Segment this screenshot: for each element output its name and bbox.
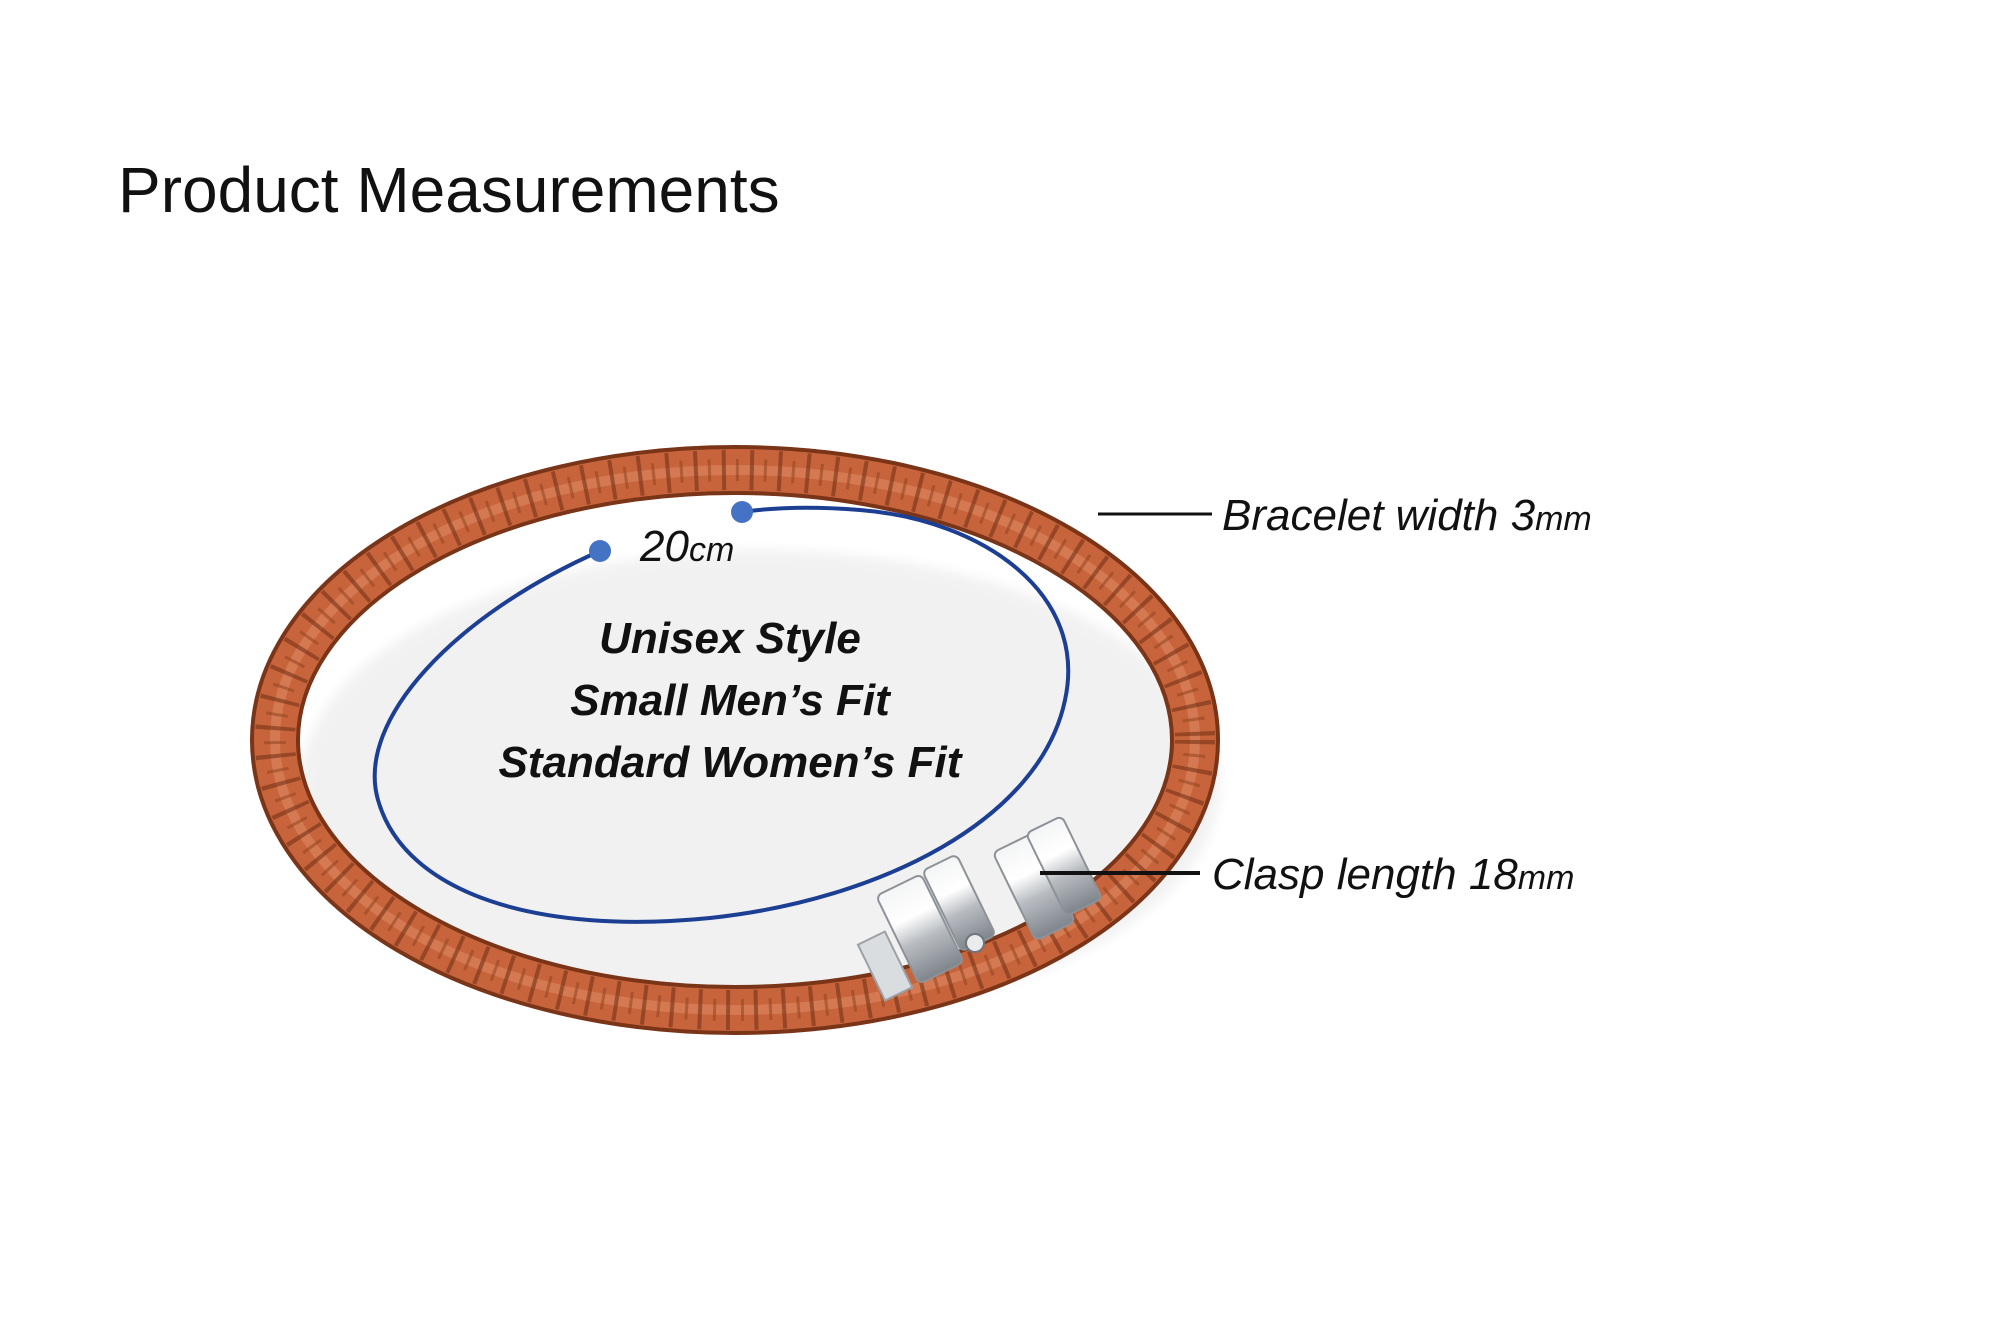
- bracelet-width-text: Bracelet width 3: [1222, 491, 1536, 540]
- circumference-end-dot: [731, 501, 753, 523]
- braided-leather-bracelet-icon: [250, 445, 1220, 1035]
- fit-description: Unisex Style Small Men’s Fit Standard Wo…: [390, 608, 1070, 794]
- steel-clasp-icon: [856, 816, 1102, 1002]
- bracelet-braid-pattern: [255, 450, 1215, 1030]
- circumference-start-dot: [589, 540, 611, 562]
- clasp-length-unit: mm: [1517, 859, 1575, 897]
- fit-line-style: Unisex Style: [599, 614, 861, 663]
- fit-line-women: Standard Women’s Fit: [498, 738, 962, 787]
- circumference-label: 20cm: [640, 525, 734, 569]
- bracelet-width-unit: mm: [1535, 500, 1592, 538]
- circumference-unit: cm: [688, 531, 735, 569]
- circumference-value: 20: [640, 522, 689, 571]
- circumference-line: [372, 505, 1071, 924]
- clasp-length-callout: Clasp length 18mm: [1212, 853, 1574, 897]
- bracelet-shadow: [300, 550, 1220, 1020]
- clasp-length-text: Clasp length 18: [1212, 850, 1518, 899]
- bracelet-width-callout: Bracelet width 3mm: [1222, 494, 1592, 538]
- fit-line-men: Small Men’s Fit: [570, 676, 890, 725]
- page-title: Product Measurements: [118, 154, 780, 226]
